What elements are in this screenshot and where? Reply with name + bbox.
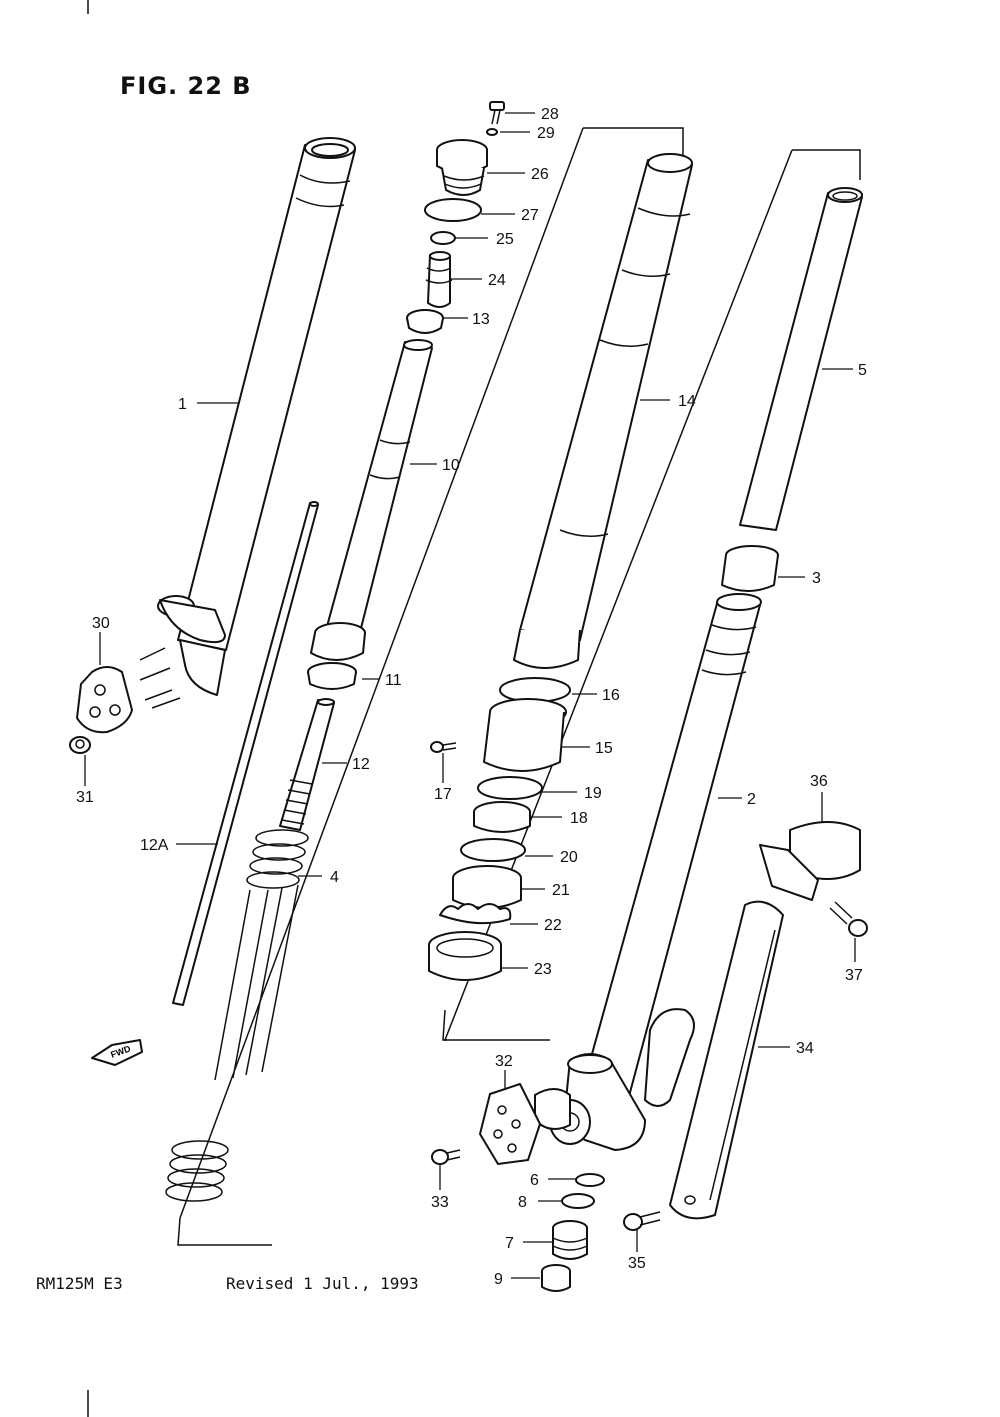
o-ring-part-27: [424, 198, 482, 222]
callout-7: 7: [505, 1235, 514, 1252]
callout-27: 27: [521, 207, 539, 224]
group-bracket: [583, 127, 684, 160]
callout-22: 22: [544, 917, 562, 934]
callout-16: 16: [602, 687, 620, 704]
rod-part-12a: [172, 501, 319, 1006]
bushing-part-13: [406, 309, 444, 334]
callout-1: 1: [178, 396, 187, 413]
spring-part-4: [165, 829, 309, 1202]
callout-23: 23: [534, 961, 552, 978]
callout-8: 8: [518, 1194, 527, 1211]
inner-tube-part-10: [325, 339, 433, 641]
nut-part-31: [69, 736, 91, 754]
callout-12a: 12A: [140, 837, 169, 854]
fwd-arrow-icon: FWD: [91, 1039, 143, 1066]
callout-labels: 1 2 3 4 5 6 7 8 9 10 11 12 12A 13 14 15 …: [76, 106, 867, 1288]
callout-33: 33: [431, 1194, 449, 1211]
fork-guard-part-34: [669, 900, 784, 1220]
callout-12: 12: [352, 756, 370, 773]
callout-4: 4: [330, 869, 339, 886]
callout-17: 17: [434, 786, 452, 803]
callout-11: 11: [385, 672, 402, 689]
callout-24: 24: [488, 272, 506, 289]
model-code: RM125M E3: [36, 1274, 123, 1293]
callout-20: 20: [560, 849, 578, 866]
screw-part-17: [430, 741, 457, 753]
callout-36: 36: [810, 773, 828, 790]
outer-tube-part-14: [513, 153, 693, 669]
dust-seal-part-23: [428, 931, 502, 981]
group-bracket-right: [442, 1009, 550, 1041]
circlip-part-22: [439, 903, 512, 925]
bolt-part-35: [623, 1211, 661, 1231]
inner-tube-part-2: [534, 593, 762, 1151]
callout-31: 31: [76, 789, 94, 806]
bushing-part-3: [721, 545, 779, 592]
callout-37: 37: [845, 967, 863, 984]
ring-part-19: [477, 776, 543, 800]
callout-32: 32: [495, 1053, 513, 1070]
callout-25: 25: [496, 231, 514, 248]
callout-34: 34: [796, 1040, 814, 1057]
callout-30: 30: [92, 615, 110, 632]
outer-tube-part-1: [157, 137, 356, 696]
valve-part-24: [425, 251, 453, 308]
callout-9: 9: [494, 1271, 503, 1288]
seal-part-21: [452, 865, 522, 909]
group-bracket: [177, 1217, 272, 1246]
leader-lines: [84, 112, 856, 1279]
washer-part-20: [460, 838, 526, 862]
callout-6: 6: [530, 1172, 539, 1189]
callout-29: 29: [537, 125, 555, 142]
plug-part-7: [552, 1220, 588, 1260]
group-bracket-right: [792, 149, 861, 180]
bolt-part-37: [829, 901, 868, 937]
callout-35: 35: [628, 1255, 646, 1272]
callout-18: 18: [570, 810, 588, 827]
washer-part-29: [486, 128, 498, 136]
callout-2: 2: [747, 791, 756, 808]
callout-28: 28: [541, 106, 559, 123]
o-ring-part-6: [575, 1173, 605, 1187]
callout-3: 3: [812, 570, 821, 587]
cap-part-9: [541, 1264, 571, 1292]
callout-13: 13: [472, 311, 490, 328]
callout-21: 21: [552, 882, 570, 899]
ring-part-25: [430, 231, 456, 245]
revision-note: Revised 1 Jul., 1993: [226, 1274, 419, 1293]
group-bracket: [179, 127, 584, 1219]
callout-15: 15: [595, 740, 613, 757]
cap-bolt-part-26: [436, 139, 488, 196]
callout-26: 26: [531, 166, 549, 183]
slider-part-15: [483, 698, 567, 772]
callout-19: 19: [584, 785, 602, 802]
bushing-part-11: [307, 622, 366, 690]
callout-10: 10: [442, 457, 460, 474]
callout-14: 14: [678, 393, 696, 410]
figure-title: FIG. 22 B: [120, 72, 252, 100]
callout-5: 5: [858, 362, 867, 379]
hose-clamp-part-36: [759, 821, 861, 901]
bolt-part-33: [431, 1149, 461, 1165]
axle-cap-part-32: [479, 1083, 541, 1165]
bolt-part-28: [489, 101, 505, 125]
clamp-cap-part-30: [76, 647, 181, 734]
pipe-part-5: [739, 187, 863, 531]
damper-rod-part-12: [279, 698, 335, 831]
washer-part-8: [561, 1193, 595, 1209]
bushing-part-18: [473, 801, 531, 833]
